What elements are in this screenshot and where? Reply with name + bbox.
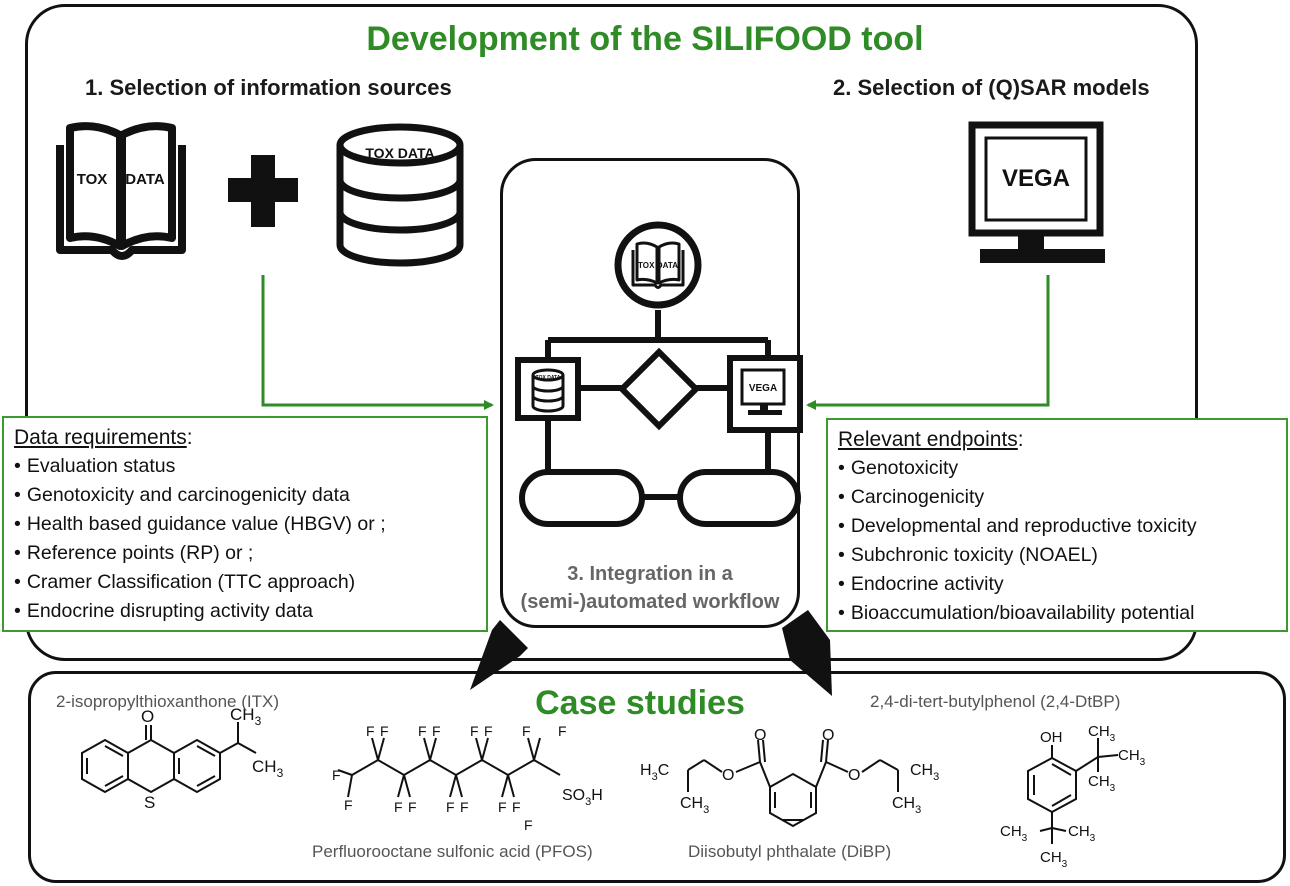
svg-text:F: F (332, 767, 341, 783)
workflow-decision-diamond (617, 347, 701, 431)
relevant-endpoints-box: Relevant endpoints: Genotoxicity Carcino… (826, 418, 1288, 632)
relevant-endpoints-header: Relevant endpoints: (838, 428, 1024, 451)
svg-text:F: F (470, 723, 479, 739)
dtbp-labels: OH CH3 CH3 CH3 CH3 CH3 CH3 (1000, 723, 1146, 870)
itx-oxygen: O (141, 707, 154, 726)
list-item: Cramer Classification (TTC approach) (14, 568, 476, 597)
case-studies-title: Case studies (535, 684, 745, 722)
left-green-arrow (261, 275, 494, 410)
workflow-book-node (614, 221, 702, 309)
itx-ch3-right: CH3 (252, 757, 284, 780)
section1-title: 1. Selection of information sources (85, 75, 452, 100)
svg-text:H3C: H3C (640, 762, 669, 783)
workflow-db-label: TOX DATA (536, 375, 561, 381)
data-requirements-box: Data requirements: Evaluation status Gen… (2, 416, 488, 632)
pfos-so3h: SO3H (562, 787, 603, 808)
monitor-icon (968, 121, 1105, 263)
pfos-structure (337, 737, 561, 798)
workflow-monitor-label: VEGA (749, 383, 777, 394)
book-label-right: DATA (125, 171, 165, 188)
list-item: Endocrine disrupting activity data (14, 597, 476, 626)
svg-text:F: F (344, 797, 353, 813)
svg-text:CH3: CH3 (680, 795, 709, 816)
workflow-terminals (519, 469, 801, 527)
list-item: Endocrine activity (838, 570, 1276, 599)
svg-text:O: O (848, 767, 860, 784)
svg-text:F: F (460, 799, 469, 815)
workflow-monitor-node (727, 355, 803, 433)
list-item: Genotoxicity and carcinogenicity data (14, 481, 476, 510)
database-label: TOX DATA (365, 145, 434, 161)
workflow-connectors (545, 310, 771, 500)
list-item: Genotoxicity (838, 454, 1276, 483)
svg-text:F: F (380, 723, 389, 739)
svg-text:F: F (366, 723, 375, 739)
down-arrow-right (782, 610, 832, 696)
workflow-book-label: TOX DATA (638, 261, 678, 270)
svg-text:F: F (432, 723, 441, 739)
pfos-name: Perfluorooctane sulfonic acid (PFOS) (312, 842, 593, 861)
list-item: Evaluation status (14, 452, 476, 481)
svg-text:F: F (558, 723, 567, 739)
svg-text:F: F (524, 817, 533, 833)
workflow-label: 3. Integration in a (semi-)automated wor… (500, 560, 800, 616)
svg-text:F: F (522, 723, 531, 739)
itx-sulfur: S (144, 793, 155, 812)
section2-title: 2. Selection of (Q)SAR models (833, 75, 1150, 100)
monitor-label: VEGA (1002, 165, 1070, 192)
svg-text:CH3: CH3 (892, 795, 921, 816)
relevant-endpoints-list: Genotoxicity Carcinogenicity Development… (838, 454, 1276, 628)
svg-text:CH3: CH3 (1088, 723, 1116, 744)
list-item: Reference points (RP) or ; (14, 539, 476, 568)
svg-text:CH3: CH3 (1000, 823, 1028, 844)
list-item: Developmental and reproductive toxicity (838, 512, 1276, 541)
itx-name: 2-isopropylthioxanthone (ITX) (56, 692, 280, 711)
svg-text:CH3: CH3 (910, 762, 939, 783)
svg-text:O: O (722, 767, 734, 784)
svg-text:F: F (512, 799, 521, 815)
workflow-label-line2: (semi-)automated workflow (520, 591, 780, 613)
svg-text:F: F (394, 799, 403, 815)
data-requirements-header: Data requirements: (14, 426, 193, 449)
svg-text:CH3: CH3 (1068, 823, 1096, 844)
right-green-arrow (806, 275, 1050, 410)
data-requirements-list: Evaluation status Genotoxicity and carci… (14, 452, 476, 626)
down-arrow-left (470, 620, 528, 690)
dtbp-structure (1027, 738, 1119, 844)
dibp-labels: O O O O H3C CH3 CH3 CH3 (640, 727, 939, 816)
book-icon (56, 122, 186, 260)
list-item: Bioaccumulation/bioavailability potentia… (838, 599, 1276, 628)
svg-text:F: F (408, 799, 417, 815)
svg-text:F: F (484, 723, 493, 739)
svg-text:F: F (498, 799, 507, 815)
itx-ch3-top: CH3 (230, 705, 262, 728)
svg-text:CH3: CH3 (1118, 747, 1146, 768)
itx-structure (81, 722, 257, 794)
workflow-label-line1: 3. Integration in a (567, 563, 733, 585)
workflow-db-node (515, 357, 581, 421)
svg-text:O: O (822, 727, 834, 744)
list-item: Health based guidance value (HBGV) or ; (14, 510, 476, 539)
book-label-left: TOX (77, 171, 108, 188)
dibp-name: Diisobutyl phthalate (DiBP) (688, 842, 892, 861)
svg-text:OH: OH (1040, 729, 1063, 746)
dtbp-name: 2,4-di-tert-butylphenol (2,4-DtBP) (870, 692, 1121, 711)
dibp-structure (687, 739, 899, 828)
svg-text:F: F (446, 799, 455, 815)
plus-icon (228, 155, 298, 227)
svg-text:F: F (418, 723, 427, 739)
database-icon (336, 123, 464, 267)
svg-text:O: O (754, 727, 766, 744)
svg-text:CH3: CH3 (1040, 849, 1068, 870)
svg-text:CH3: CH3 (1088, 773, 1116, 794)
list-item: Subchronic toxicity (NOAEL) (838, 541, 1276, 570)
list-item: Carcinogenicity (838, 483, 1276, 512)
main-title: Development of the SILIFOOD tool (366, 20, 924, 58)
